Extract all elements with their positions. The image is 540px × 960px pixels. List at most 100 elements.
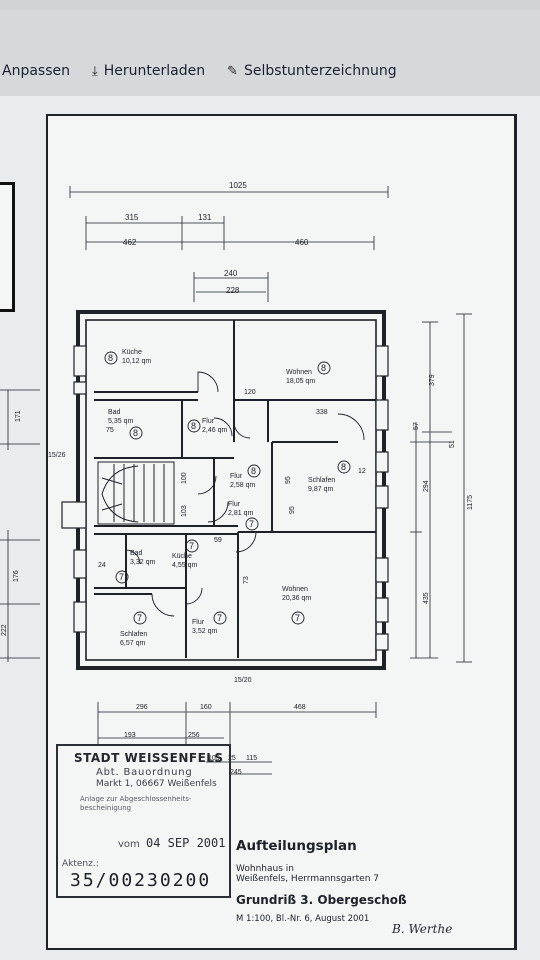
room-name: Küche xyxy=(172,553,192,560)
dim-95: 95 xyxy=(289,506,296,514)
dim-15-26: 15/26 xyxy=(48,452,66,459)
customize-button[interactable]: Anpassen xyxy=(2,63,70,79)
dim-1175: 1175 xyxy=(467,495,474,510)
dim-25: 25 xyxy=(228,755,236,762)
left-margin-dimensions: 171 176 222 xyxy=(0,389,40,662)
dim-338: 338 xyxy=(316,409,328,416)
room-name: Wohnen xyxy=(286,369,312,376)
dim-176: 176 xyxy=(13,570,20,582)
unit-number: 8 xyxy=(251,466,256,476)
dim-222: 222 xyxy=(1,624,8,636)
dim-105: 105 xyxy=(208,755,220,762)
dim-468: 468 xyxy=(294,704,306,711)
dim-460: 460 xyxy=(295,238,309,247)
unit-number: 7 xyxy=(189,541,194,551)
stamp-file-number: 35/00230200 xyxy=(70,870,212,891)
interior-walls xyxy=(94,320,376,658)
dim-379: 379 xyxy=(429,374,436,386)
dim-296: 296 xyxy=(136,704,148,711)
room-name: Flur xyxy=(230,473,243,480)
dim-315: 315 xyxy=(125,213,139,222)
unit-number: 7 xyxy=(217,613,222,623)
room-name: Küche xyxy=(122,349,142,356)
dim-171: 171 xyxy=(15,410,22,422)
stamp-department: Abt. Bauordnung xyxy=(96,767,193,778)
room-name: Flur xyxy=(192,619,205,626)
bottom-dimension-labels: 296 160 468 193 256 105 25 115 245 xyxy=(124,704,306,776)
room-name: Schlafen xyxy=(308,477,335,484)
dim-24: 24 xyxy=(98,562,106,569)
dim-294: 294 xyxy=(423,480,430,492)
dim-100: 100 xyxy=(181,472,188,484)
plan-title: Aufteilungsplan xyxy=(236,838,357,854)
dim-59: 59 xyxy=(214,537,222,544)
top-strip xyxy=(0,0,540,10)
building-label: Wohnhaus in xyxy=(236,864,294,874)
dim-240: 240 xyxy=(224,269,238,278)
windows xyxy=(61,345,389,651)
room-area: 18,05 qm xyxy=(286,378,315,385)
download-button[interactable]: ⤓ Herunterladen xyxy=(92,63,205,79)
document-page: 1025 315 131 462 460 240 228 xyxy=(46,114,517,950)
self-sign-button[interactable]: ✎ Selbstunterzeichnung xyxy=(227,63,397,79)
self-sign-label: Selbstunterzeichnung xyxy=(244,63,397,79)
download-label: Herunterladen xyxy=(103,63,206,79)
dim-12: 12 xyxy=(358,468,366,475)
room-name: Wohnen xyxy=(282,586,308,593)
dim-193: 193 xyxy=(124,732,136,739)
stamp-note: Anlage zur Abgeschlossenheits-bescheinig… xyxy=(80,795,192,812)
unit-number: 8 xyxy=(133,428,138,438)
building-address: Weißenfels, Herrmannsgarten 7 xyxy=(236,874,379,884)
door-swings xyxy=(125,371,365,617)
room-name: Bad xyxy=(130,550,143,557)
dim-103: 103 xyxy=(181,505,188,517)
unit-number: 8 xyxy=(108,353,113,363)
approval-stamp: STADT WEISSENFELS Abt. Bauordnung Markt … xyxy=(56,744,231,898)
bottom-dimensions xyxy=(97,702,377,775)
dim-160: 160 xyxy=(200,704,212,711)
unit-number: 7 xyxy=(249,519,254,529)
room-area: 5,35 qm xyxy=(108,418,133,425)
dim-95: 95 xyxy=(285,476,292,484)
previous-page-edge[interactable] xyxy=(0,182,15,312)
stamp-authority: STADT WEISSENFELS xyxy=(74,751,224,765)
dim-51: 51 xyxy=(449,440,456,448)
unit-number: 7 xyxy=(119,572,124,582)
scale-info: M 1:100, Bl.-Nr. 6, August 2001 xyxy=(236,914,370,924)
room-labels: Küche 10,12 qm Wohnen 18,05 qm Bad 5,35 … xyxy=(108,349,335,647)
room-name: Flur xyxy=(228,501,241,508)
floor-title: Grundriß 3. Obergeschoß xyxy=(236,893,407,907)
top-dimensions xyxy=(69,186,389,302)
stamp-file-label: Aktenz.: xyxy=(62,859,99,869)
room-area: 6,57 qm xyxy=(120,640,145,647)
room-name: Flur xyxy=(202,418,215,425)
dim-256: 256 xyxy=(188,732,200,739)
right-dimension-labels: 379 57 51 294 435 1175 xyxy=(413,374,474,604)
room-area: 2,81 qm xyxy=(228,510,253,517)
room-area: 2,46 qm xyxy=(202,427,227,434)
stamp-date: 04 SEP 2001 xyxy=(146,836,226,850)
dim-15-20: 15/20 xyxy=(234,677,252,684)
dim-435: 435 xyxy=(423,592,430,604)
room-area: 20,36 qm xyxy=(282,595,311,602)
room-area: 2,58 qm xyxy=(230,482,255,489)
unit-number: 8 xyxy=(321,363,326,373)
stamp-vom-label: vom xyxy=(118,839,140,850)
unit-number: 7 xyxy=(137,613,142,623)
dim-75: 75 xyxy=(106,427,114,434)
toolbar: Anpassen ⤓ Herunterladen ✎ Selbstunterze… xyxy=(0,56,540,86)
room-name: Bad xyxy=(108,409,121,416)
dim-1025: 1025 xyxy=(229,181,247,190)
room-name: Schlafen xyxy=(120,631,147,638)
room-area: 9,87 qm xyxy=(308,486,333,493)
dim-131: 131 xyxy=(198,213,212,222)
sign-icon: ✎ xyxy=(227,63,238,79)
stamp-address: Markt 1, 06667 Weißenfels xyxy=(96,779,217,789)
dim-115: 115 xyxy=(246,755,257,762)
room-area: 10,12 qm xyxy=(122,358,151,365)
unit-markers: 8 8 8 8 8 8 7 7 7 7 7 7 xyxy=(104,351,351,625)
signature: B. Werthe xyxy=(392,922,453,936)
unit-number: 7 xyxy=(295,613,300,623)
floor-plan: 1025 315 131 462 460 240 228 xyxy=(48,181,474,776)
dim-120: 120 xyxy=(244,389,256,396)
